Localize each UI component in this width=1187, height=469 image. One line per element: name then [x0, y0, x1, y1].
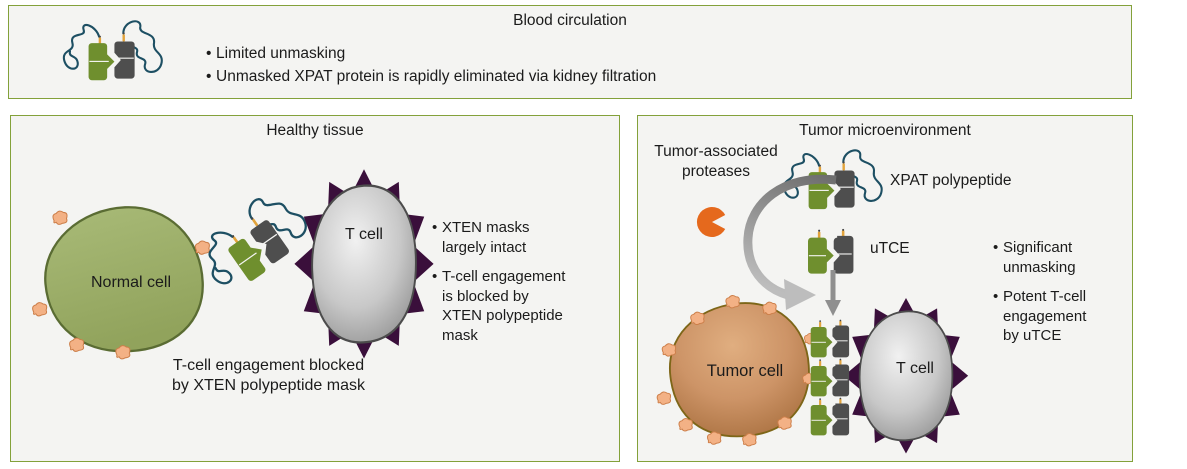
bullet-potent-engagement: Potent T-cell engagement by uTCE: [992, 287, 1118, 346]
bullet-engagement-blocked: T-cell engagement is blocked by XTEN pol…: [431, 267, 616, 345]
label-line: proteases: [681, 163, 751, 180]
healthy-tissue-panel: Healthy tissue Normal cell T cell XTEN m…: [10, 115, 620, 462]
xpat-masked-molecule-icon: [62, 20, 164, 82]
blood-panel-title: Blood circulation: [513, 12, 627, 29]
bullet-line: largely intact: [442, 238, 527, 256]
tumor-associated-proteases-label: Tumor-associated proteases: [640, 142, 792, 182]
bullet-kidney-filtration: Unmasked XPAT protein is rapidly elimina…: [205, 65, 656, 88]
tumor-panel-title: Tumor microenvironment: [799, 122, 971, 139]
bullet-line: Potent T-cell: [1003, 288, 1087, 305]
bullet-line: is blocked by: [442, 287, 529, 305]
caption-line: by XTEN polypeptide mask: [172, 377, 365, 394]
normal-cell-label: Normal cell: [90, 274, 171, 291]
bullet-xten-masks-intact: XTEN masks largely intact: [431, 218, 616, 257]
bullet-line: XTEN masks: [442, 219, 530, 236]
t-cell-label: T cell: [896, 360, 934, 377]
tumor-panel-bullets: Significant unmasking Potent T-cell enga…: [992, 238, 1118, 356]
healthy-panel-caption: T-cell engagement blocked by XTEN polype…: [116, 356, 421, 396]
bullet-line: T-cell engagement: [442, 268, 566, 285]
utce-label: uTCE: [870, 240, 910, 257]
protease-pacman-icon: [696, 207, 726, 237]
t-cell-graphic: [293, 168, 435, 360]
utce-bridge-molecule-icon: [810, 397, 850, 436]
bullet-significant-unmasking: Significant unmasking: [992, 238, 1118, 277]
bullet-line: engagement: [1003, 307, 1087, 325]
bullet-line: Significant: [1003, 239, 1073, 256]
blood-panel-bullets: Limited unmasking Unmasked XPAT protein …: [205, 42, 656, 88]
cleavage-curved-arrow-icon: [743, 174, 837, 310]
healthy-panel-title: Healthy tissue: [266, 122, 364, 139]
tumor-cell-label: Tumor cell: [706, 362, 784, 380]
tumor-microenvironment-panel: Tumor microenvironment Tumor-associated …: [637, 115, 1133, 462]
utce-bridge-molecule-icon: [810, 319, 850, 358]
bullet-limited-unmasking: Limited unmasking: [205, 42, 656, 65]
binding-down-arrow-icon: [825, 270, 841, 316]
blood-circulation-panel: Blood circulation Limited unmasking Unma…: [8, 5, 1132, 99]
bullet-line: by uTCE: [1003, 327, 1062, 344]
healthy-panel-bullets: XTEN masks largely intact T-cell engagem…: [431, 218, 616, 355]
utce-bridge-molecule-icon: [810, 358, 850, 397]
xpat-polypeptide-label: XPAT polypeptide: [890, 172, 1012, 189]
label-line: Tumor-associated: [654, 143, 778, 160]
bullet-line: XTEN polypeptide: [442, 307, 563, 324]
caption-line: T-cell engagement blocked: [172, 357, 365, 374]
bullet-line: mask: [442, 326, 478, 344]
bullet-line: unmasking: [1003, 258, 1076, 276]
t-cell-label: T cell: [345, 226, 383, 243]
